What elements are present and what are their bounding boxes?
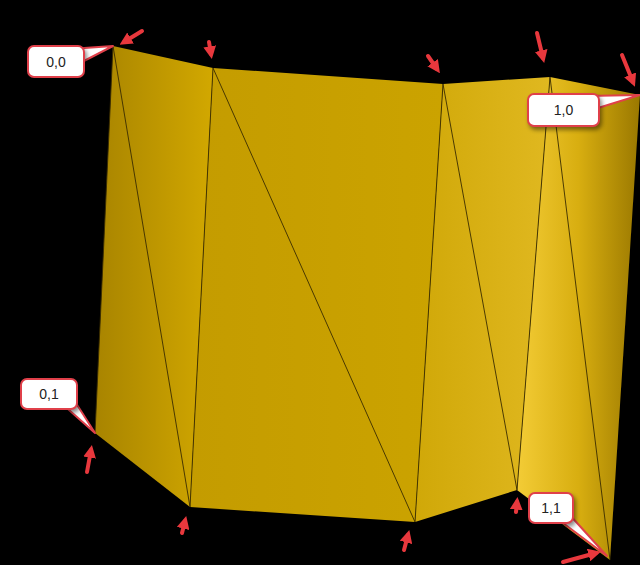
mesh-edge [415,84,443,522]
mesh-edge [517,77,550,490]
callout-label: 1,1 [541,500,560,516]
red-arrow [537,33,543,58]
callout-box: 1,1 [528,492,574,524]
red-arrow [124,31,142,42]
mesh-lines [95,46,610,560]
surface-strip [190,68,443,522]
mesh-edge [95,46,113,433]
mesh-diagonal [213,68,415,522]
mesh-diagonal [550,77,610,560]
mesh-edge [190,68,213,507]
red-arrow [404,535,408,550]
callout-label: 1,0 [554,102,573,118]
red-arrow [87,450,91,472]
surface-strips [95,46,640,560]
red-arrow [563,553,596,562]
callout-label: 0,1 [39,386,58,402]
callout-box: 0,0 [27,45,85,78]
mesh-diagonal [443,84,517,490]
callout-box: 0,1 [20,378,78,410]
callout-tails [60,46,640,556]
red-arrows [87,31,633,562]
red-arrow [209,42,211,54]
red-arrow [516,502,517,512]
surface-strip [517,77,640,560]
callout-box: 1,0 [527,93,600,127]
red-arrow [622,55,633,82]
callout-label: 0,0 [46,54,65,70]
red-arrow [182,521,185,533]
mesh-diagonal [113,46,190,507]
red-arrow [428,56,437,69]
